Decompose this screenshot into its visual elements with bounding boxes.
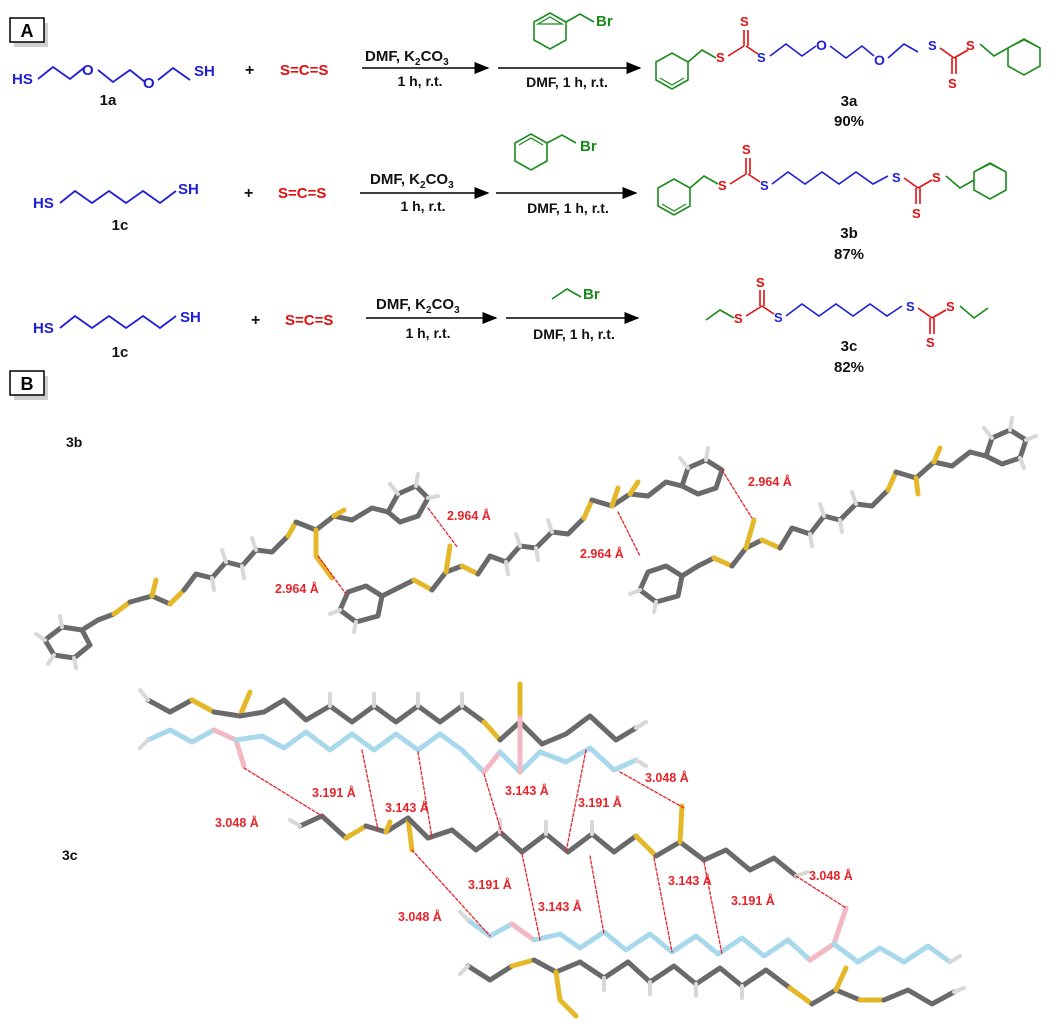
svg-text:S: S [966, 38, 975, 53]
panel-b-label: B [9, 370, 48, 400]
plus-sign: + [245, 62, 254, 79]
svg-text:1c: 1c [112, 217, 129, 234]
reaction-row-1: HS O O SH 1a + S=C=S DMF, K2CO3 1 h, r.t… [12, 12, 1041, 130]
product-3b: S S S S S S 3b 87% [657, 142, 1007, 263]
contact-labels-3c: 3.048 Å 3.191 Å 3.143 Å 3.143 Å 3.191 Å … [215, 770, 853, 924]
svg-text:1 h, r.t.: 1 h, r.t. [405, 325, 450, 341]
svg-text:90%: 90% [834, 113, 864, 130]
svg-text:O: O [82, 62, 94, 79]
svg-text:87%: 87% [834, 246, 864, 263]
crystal-label-3c: 3c [62, 847, 78, 863]
svg-text:2.964 Å: 2.964 Å [275, 581, 319, 596]
svg-text:O: O [816, 37, 827, 53]
svg-text:S: S [774, 310, 783, 325]
svg-text:1a: 1a [100, 92, 117, 109]
product-3c: S S S S S S 3c 82% [705, 275, 989, 376]
panel-a-label: A [9, 17, 48, 47]
crystal-label-3b: 3b [66, 434, 82, 450]
svg-text:S: S [742, 142, 751, 157]
svg-text:S: S [926, 335, 935, 350]
svg-text:HS: HS [33, 195, 54, 212]
cs2: S=C=S [278, 185, 326, 202]
svg-text:3.048 Å: 3.048 Å [398, 909, 442, 924]
svg-text:3.048 Å: 3.048 Å [809, 868, 853, 883]
svg-text:3a: 3a [841, 93, 858, 110]
cs2: S=C=S [285, 312, 333, 329]
svg-text:2.964 Å: 2.964 Å [748, 474, 792, 489]
svg-text:2.964 Å: 2.964 Å [580, 546, 624, 561]
crystal-structure-3b: 2.964 Å 2.964 Å 2.964 Å 2.964 Å [34, 416, 1038, 670]
svg-text:3b: 3b [840, 225, 858, 242]
reactant-1a: HS O O SH 1a [12, 62, 215, 109]
svg-text:S: S [948, 76, 957, 91]
svg-text:3.143 Å: 3.143 Å [538, 899, 582, 914]
svg-text:S: S [734, 311, 743, 326]
svg-text:1 h, r.t.: 1 h, r.t. [400, 198, 445, 214]
svg-text:SH: SH [180, 309, 201, 326]
svg-text:3.143 Å: 3.143 Å [668, 873, 712, 888]
svg-text:3.191 Å: 3.191 Å [468, 877, 512, 892]
crystal-structure-3c [138, 681, 966, 1019]
reagent-benzyl-bromide: Br [533, 12, 613, 50]
svg-text:HS: HS [33, 320, 54, 337]
svg-text:S: S [718, 178, 727, 193]
svg-text:S: S [716, 50, 725, 65]
svg-text:O: O [874, 52, 885, 68]
svg-text:Br: Br [596, 13, 613, 30]
svg-text:SH: SH [194, 63, 215, 80]
svg-text:3.143 Å: 3.143 Å [505, 783, 549, 798]
step1-arrow: DMF, K2CO3 1 h, r.t. [362, 48, 490, 89]
svg-text:Br: Br [580, 138, 597, 155]
svg-text:DMF, K2CO3: DMF, K2CO3 [376, 296, 460, 316]
step2-arrow: DMF, 1 h, r.t. [506, 312, 640, 342]
svg-text:S: S [757, 50, 766, 65]
svg-text:82%: 82% [834, 359, 864, 376]
step2-arrow: DMF, 1 h, r.t. [498, 62, 642, 90]
svg-text:S: S [760, 178, 769, 193]
svg-text:HS: HS [12, 71, 33, 88]
step1-arrow: DMF, K2CO3 1 h, r.t. [366, 296, 498, 341]
reactant-1c: HS SH 1c [33, 181, 199, 234]
svg-text:S: S [892, 170, 901, 185]
reactant-1c: HS SH 1c [33, 309, 201, 361]
svg-text:3.191 Å: 3.191 Å [312, 785, 356, 800]
plus-sign: + [251, 312, 260, 329]
svg-text:3c: 3c [841, 338, 858, 355]
reaction-row-3: HS SH 1c + S=C=S DMF, K2CO3 1 h, r.t. Br… [33, 275, 989, 376]
plus-sign: + [244, 185, 253, 202]
svg-text:S: S [928, 38, 937, 53]
svg-text:S: S [912, 206, 921, 221]
reagent-ethyl-bromide: Br [551, 286, 600, 303]
cs2: S=C=S [280, 62, 328, 79]
svg-text:DMF, 1 h, r.t.: DMF, 1 h, r.t. [533, 326, 615, 342]
svg-text:DMF, 1 h, r.t.: DMF, 1 h, r.t. [526, 74, 608, 90]
svg-text:1 h, r.t.: 1 h, r.t. [397, 73, 442, 89]
svg-text:DMF, 1 h, r.t.: DMF, 1 h, r.t. [527, 200, 609, 216]
svg-text:DMF, K2CO3: DMF, K2CO3 [370, 171, 454, 191]
svg-text:O: O [143, 75, 155, 92]
svg-text:3.191 Å: 3.191 Å [731, 893, 775, 908]
reagent-benzyl-bromide: Br [514, 133, 597, 171]
svg-text:S: S [932, 170, 941, 185]
svg-text:3.048 Å: 3.048 Å [645, 770, 689, 785]
svg-text:3.048 Å: 3.048 Å [215, 815, 259, 830]
step1-arrow: DMF, K2CO3 1 h, r.t. [360, 171, 490, 214]
svg-text:B: B [21, 374, 34, 394]
svg-text:S: S [756, 275, 765, 290]
svg-text:2.964 Å: 2.964 Å [447, 508, 491, 523]
svg-text:S: S [946, 299, 955, 314]
product-3a: S S S O O S S S 3a 90% [655, 14, 1041, 130]
svg-text:3.143 Å: 3.143 Å [385, 800, 429, 815]
svg-text:A: A [21, 21, 34, 41]
svg-text:SH: SH [178, 181, 199, 198]
svg-text:Br: Br [583, 286, 600, 303]
svg-text:S: S [906, 299, 915, 314]
svg-text:3.191 Å: 3.191 Å [578, 795, 622, 810]
svg-text:1c: 1c [112, 344, 129, 361]
svg-text:DMF, K2CO3: DMF, K2CO3 [365, 48, 449, 68]
step2-arrow: DMF, 1 h, r.t. [496, 187, 638, 216]
svg-text:S: S [740, 14, 749, 29]
reaction-row-2: HS SH 1c + S=C=S DMF, K2CO3 1 h, r.t. Br… [33, 133, 1007, 263]
